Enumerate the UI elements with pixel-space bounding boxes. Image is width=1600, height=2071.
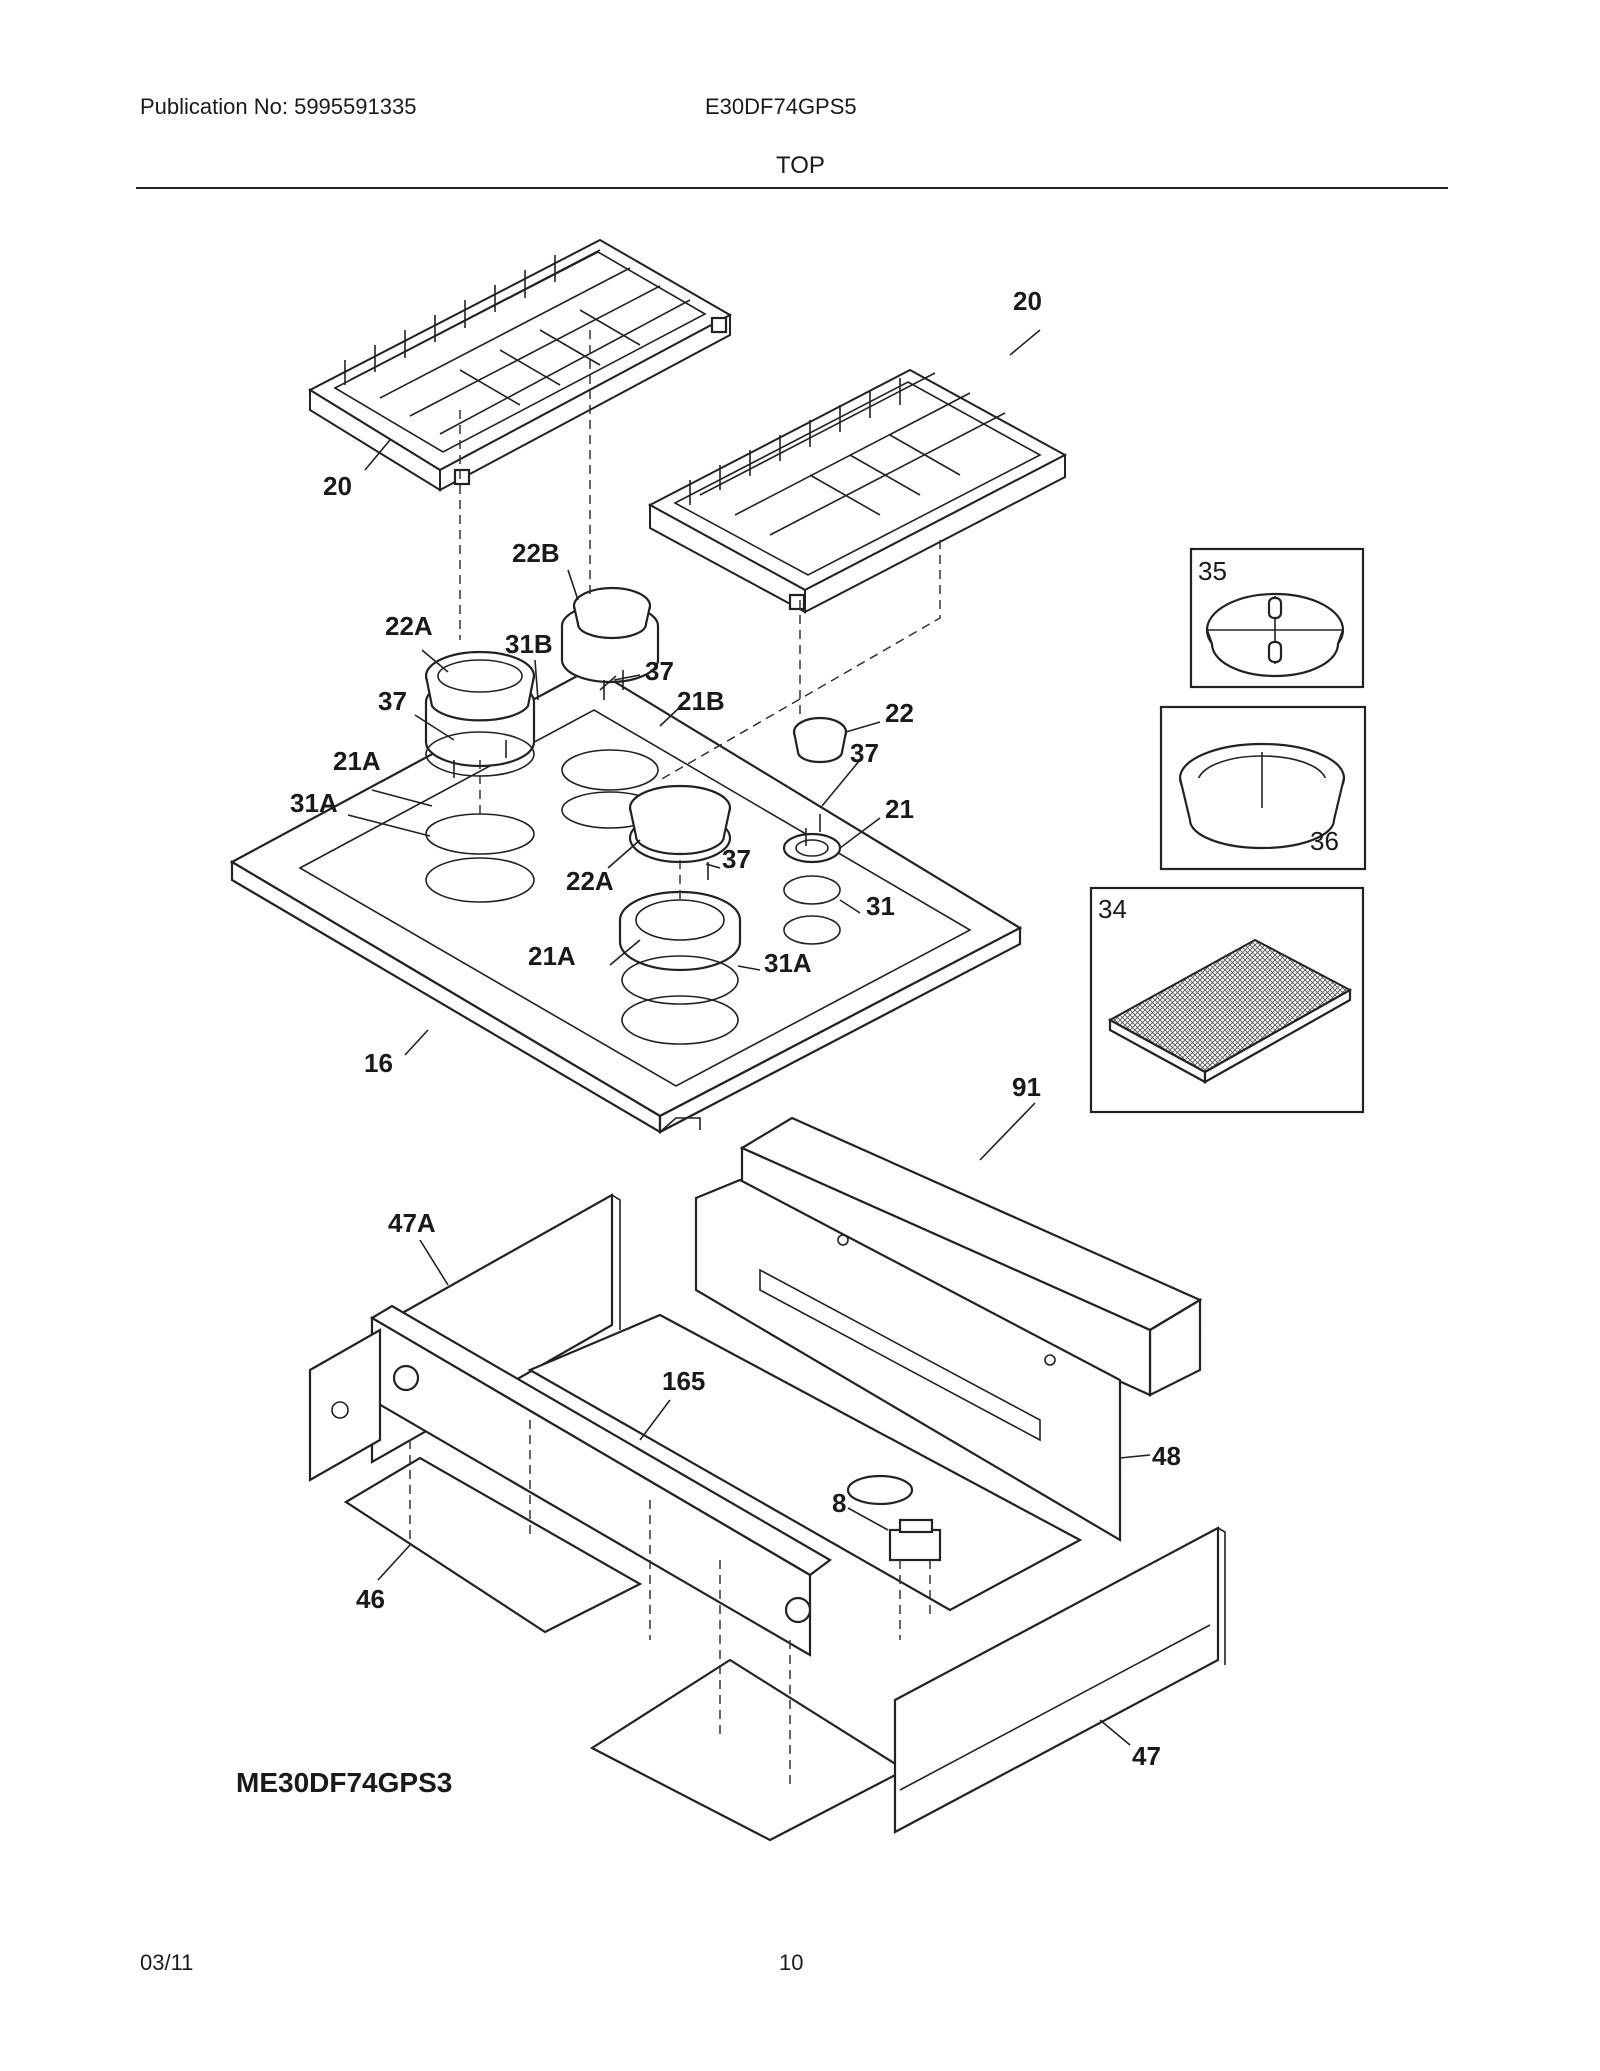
callout-37-left: 37	[378, 686, 407, 716]
accessory-box-36	[1159, 705, 1367, 871]
callout-21a-bot: 21A	[528, 941, 576, 971]
callout-36: 36	[1310, 826, 1339, 856]
callout-165: 165	[662, 1366, 705, 1396]
publication-number: Publication No: 5995591335	[140, 94, 417, 119]
callout-37-right: 37	[850, 738, 879, 768]
callout-47a: 47A	[388, 1208, 436, 1238]
burner-right-front	[618, 890, 742, 1045]
switch-8	[888, 1518, 942, 1640]
bottom-plate-lower	[589, 1658, 908, 1842]
callout-22a-mid: 22A	[566, 866, 614, 896]
callout-31: 31	[866, 891, 895, 921]
callout-48: 48	[1152, 1441, 1181, 1471]
callout-21: 21	[885, 794, 914, 824]
callout-22: 22	[885, 698, 914, 728]
callout-20-left: 20	[323, 471, 352, 501]
screws	[453, 670, 821, 880]
callout-22b: 22B	[512, 538, 560, 568]
variant-label: ME30DF74GPS3	[236, 1767, 452, 1798]
callout-22a-top: 22A	[385, 611, 433, 641]
burner-center	[628, 784, 732, 864]
section-title: TOP	[776, 152, 825, 179]
rear-panel-91	[739, 1116, 1203, 1397]
callout-31b: 31B	[505, 629, 553, 659]
leader-lines	[347, 329, 1151, 1746]
callout-16: 16	[364, 1048, 393, 1078]
accessory-box-35	[1189, 547, 1365, 689]
callout-31a-left: 31A	[290, 788, 338, 818]
accessory-box-34	[1089, 886, 1365, 1114]
callout-8: 8	[832, 1488, 846, 1518]
callout-21a-top: 21A	[333, 746, 381, 776]
callout-37-mid: 37	[722, 844, 751, 874]
grate-right	[647, 368, 1068, 614]
callout-21b: 21B	[677, 686, 725, 716]
model-number: E30DF74GPS5	[705, 94, 857, 119]
callout-91: 91	[1012, 1072, 1041, 1102]
lower-dash-lines	[409, 1420, 791, 1790]
callout-34: 34	[1098, 894, 1127, 924]
callout-20-right: 20	[1013, 286, 1042, 316]
cooktop-top-frame	[229, 666, 1023, 1134]
left-bracket	[308, 1328, 382, 1482]
page-number: 10	[779, 1950, 804, 1975]
header-divider	[136, 187, 1448, 189]
assembly-lines	[459, 330, 941, 900]
side-panel-47	[893, 1526, 1226, 1834]
back-panel-48	[694, 1178, 1122, 1542]
bottom-plate-46	[343, 1456, 643, 1634]
callout-46: 46	[356, 1584, 385, 1614]
callout-47: 47	[1132, 1741, 1161, 1771]
footer-date: 03/11	[140, 1950, 194, 1975]
callout-35: 35	[1198, 556, 1227, 586]
burner-left-front	[560, 586, 660, 829]
grate-left	[307, 238, 733, 492]
callout-labels: 20 20 22B 22A 31B 37 37 21B 22 37 21A 31…	[236, 286, 1339, 1798]
burner-left-rear	[424, 650, 536, 903]
callout-31a-bot: 31A	[764, 948, 812, 978]
callout-37-top: 37	[645, 656, 674, 686]
bottom-pan	[527, 1313, 1083, 1612]
